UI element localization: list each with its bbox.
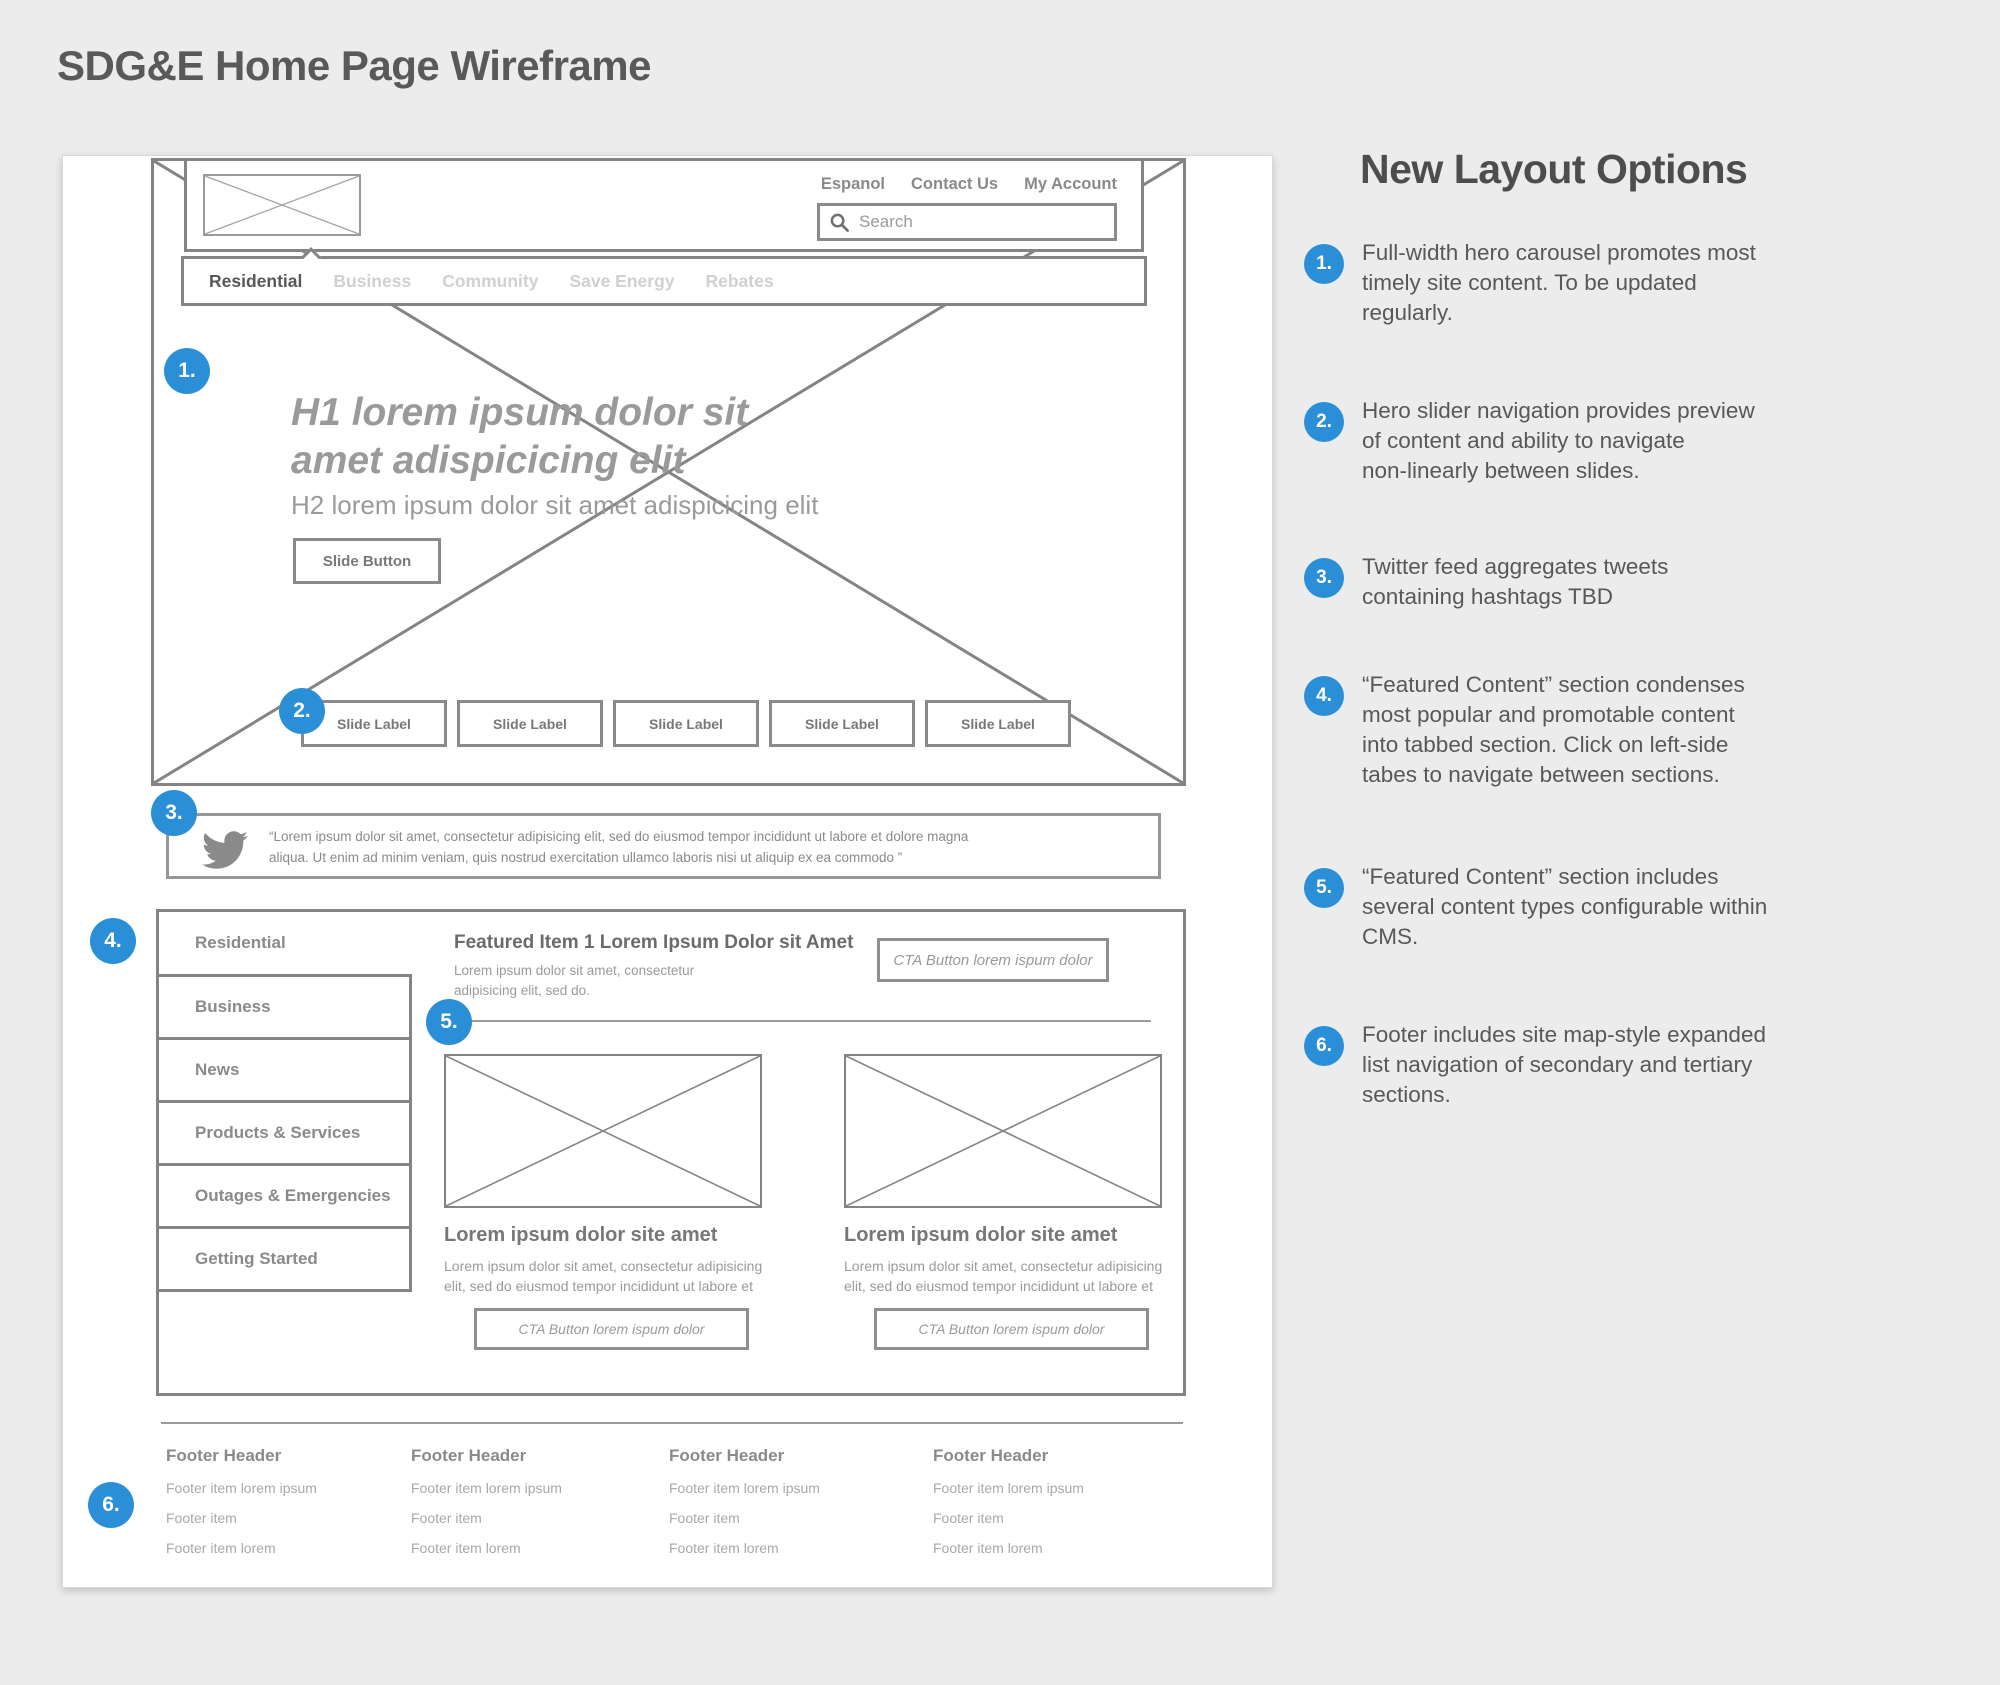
annotation-text-2: Hero slider navigation provides preview …	[1362, 398, 1755, 483]
featured-divider	[454, 1020, 1151, 1022]
slide-label-3[interactable]: Slide Label	[613, 700, 759, 747]
footer-link[interactable]: Footer item lorem ipsum	[669, 1480, 820, 1496]
hero-slide-button[interactable]: Slide Button	[293, 538, 441, 584]
nav-item-save-energy[interactable]: Save Energy	[569, 270, 675, 291]
search-icon	[830, 213, 849, 232]
annotation-text-4: “Featured Content” section condenses mos…	[1362, 672, 1745, 787]
annotation-badge-6: 6.	[1304, 1026, 1344, 1066]
footer-link[interactable]: Footer item lorem ipsum	[166, 1480, 317, 1496]
hero-h1: H1 lorem ipsum dolor sit amet adispicici…	[291, 391, 749, 482]
footer-header: Footer Header	[933, 1446, 1049, 1465]
card-image-placeholder	[444, 1054, 762, 1208]
card-title: Lorem ipsum dolor site amet	[844, 1224, 1118, 1246]
wireframe-badge-3: 3.	[151, 790, 197, 836]
annotation-badge-5: 5.	[1304, 868, 1344, 908]
image-placeholder-x-icon	[846, 1056, 1160, 1206]
main-nav: Residential Business Community Save Ener…	[181, 247, 1147, 306]
card-cta-button[interactable]: CTA Button lorem ispum dolor	[474, 1308, 749, 1350]
featured-content-section: Residential Business News Products & Ser…	[156, 909, 1186, 1396]
footer-column: Footer Header Footer item lorem ipsum Fo…	[669, 1446, 899, 1570]
annotation-text-3: Twitter feed aggregates tweets containin…	[1362, 554, 1669, 609]
featured-tab-news[interactable]: News	[156, 1037, 412, 1103]
featured-tab-residential[interactable]: Residential	[159, 912, 409, 974]
featured-tab-business[interactable]: Business	[156, 974, 412, 1040]
site-header: Espanol Contact Us My Account	[184, 158, 1144, 252]
footer-divider	[161, 1422, 1183, 1424]
featured-tab-getting-started[interactable]: Getting Started	[156, 1226, 412, 1292]
image-placeholder-x-icon	[446, 1056, 760, 1206]
slide-label-5[interactable]: Slide Label	[925, 700, 1071, 747]
image-placeholder-x-icon	[205, 176, 359, 234]
slide-label-4[interactable]: Slide Label	[769, 700, 915, 747]
card-body: Lorem ipsum dolor sit amet, consectetur …	[844, 1258, 1163, 1295]
footer-link[interactable]: Footer item lorem ipsum	[411, 1480, 562, 1496]
annotation-badge-1: 1.	[1304, 244, 1344, 284]
footer-header: Footer Header	[166, 1446, 282, 1465]
annotation-badge-2: 2.	[1304, 402, 1344, 442]
annotation-badge-4: 4.	[1304, 676, 1344, 716]
footer-link[interactable]: Footer item lorem	[166, 1540, 276, 1556]
featured-cta-button[interactable]: CTA Button lorem ispum dolor	[877, 938, 1109, 982]
featured-tab-products-services[interactable]: Products & Services	[156, 1100, 412, 1166]
featured-item-title: Featured Item 1 Lorem Ipsum Dolor sit Am…	[454, 932, 854, 953]
wireframe-badge-2: 2.	[279, 688, 325, 734]
search-input[interactable]	[859, 212, 1104, 232]
hero-slider-navigation: Slide Label Slide Label Slide Label Slid…	[301, 700, 1071, 747]
twitter-bird-icon	[202, 831, 248, 869]
search-box[interactable]	[817, 203, 1117, 241]
link-my-account[interactable]: My Account	[1024, 175, 1117, 193]
utility-nav: Espanol Contact Us My Account	[821, 175, 1117, 194]
footer-link[interactable]: Footer item	[166, 1510, 237, 1526]
wireframe-badge-6: 6.	[88, 1482, 134, 1528]
tweet-quote: “Lorem ipsum dolor sit amet, consectetur…	[269, 829, 969, 865]
annotation-text-1: Full-width hero carousel promotes most t…	[1362, 240, 1756, 325]
card-body: Lorem ipsum dolor sit amet, consectetur …	[444, 1258, 763, 1295]
nav-item-residential[interactable]: Residential	[209, 270, 303, 291]
link-espanol[interactable]: Espanol	[820, 175, 885, 193]
nav-item-business[interactable]: Business	[333, 270, 412, 291]
footer-header: Footer Header	[411, 1446, 527, 1465]
footer-link[interactable]: Footer item	[669, 1510, 740, 1526]
footer-link[interactable]: Footer item lorem	[411, 1540, 521, 1556]
logo-placeholder[interactable]	[203, 174, 361, 236]
wireframe-badge-1: 1.	[164, 348, 210, 394]
featured-item-subtitle: Lorem ipsum dolor sit amet, consectetur …	[454, 963, 695, 999]
featured-card: Lorem ipsum dolor site amet Lorem ipsum …	[444, 1054, 764, 1350]
annotation-text-5: “Featured Content” section includes seve…	[1362, 864, 1768, 949]
wireframe-badge-4: 4.	[90, 918, 136, 964]
annotation-badge-3: 3.	[1304, 558, 1344, 598]
card-cta-button[interactable]: CTA Button lorem ispum dolor	[874, 1308, 1149, 1350]
featured-tab-outages-emergencies[interactable]: Outages & Emergencies	[156, 1163, 412, 1229]
footer-link[interactable]: Footer item lorem ipsum	[933, 1480, 1084, 1496]
footer-link[interactable]: Footer item lorem	[669, 1540, 779, 1556]
hero-h2: H2 lorem ipsum dolor sit amet adispicici…	[291, 490, 819, 520]
footer-column: Footer Header Footer item lorem ipsum Fo…	[411, 1446, 641, 1570]
featured-card: Lorem ipsum dolor site amet Lorem ipsum …	[844, 1054, 1164, 1350]
page-title: SDG&E Home Page Wireframe	[57, 42, 651, 89]
footer-link[interactable]: Footer item lorem	[933, 1540, 1043, 1556]
footer-column: Footer Header Footer item lorem ipsum Fo…	[933, 1446, 1163, 1570]
card-title: Lorem ipsum dolor site amet	[444, 1224, 718, 1246]
card-image-placeholder	[844, 1054, 1162, 1208]
twitter-feed: “Lorem ipsum dolor sit amet, consectetur…	[166, 813, 1161, 879]
nav-item-rebates[interactable]: Rebates	[705, 270, 774, 291]
footer-column: Footer Header Footer item lorem ipsum Fo…	[166, 1446, 396, 1570]
footer-header: Footer Header	[669, 1446, 785, 1465]
wireframe-page-panel: Espanol Contact Us My Account Residentia…	[62, 155, 1273, 1588]
footer-link[interactable]: Footer item	[933, 1510, 1004, 1526]
main-nav-items: Residential Business Community Save Ener…	[184, 259, 1144, 303]
link-contact-us[interactable]: Contact Us	[911, 175, 999, 193]
slide-label-2[interactable]: Slide Label	[457, 700, 603, 747]
footer-link[interactable]: Footer item	[411, 1510, 482, 1526]
nav-item-community[interactable]: Community	[442, 270, 539, 291]
wireframe-badge-5: 5.	[426, 999, 472, 1045]
annotation-text-6: Footer includes site map-style expanded …	[1362, 1022, 1766, 1107]
annotations-title: New Layout Options	[1360, 146, 1748, 192]
